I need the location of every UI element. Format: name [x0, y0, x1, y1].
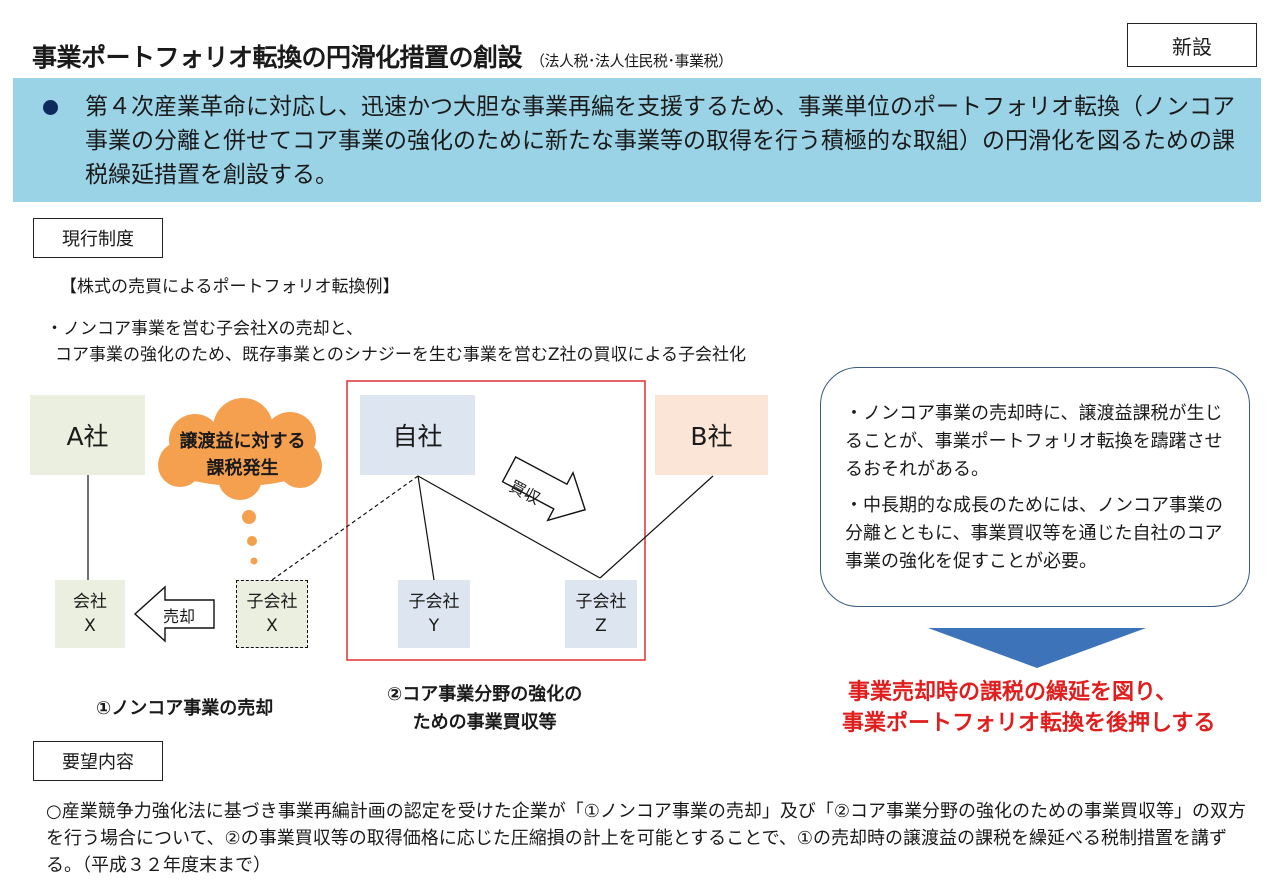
example-desc-line2: コア事業の強化のため、既存事業とのシナジーを生む事業を営むZ社の買収による子会社… — [55, 345, 746, 365]
self-to-z-line — [417, 475, 601, 579]
cloud-dot-small — [250, 557, 258, 565]
tax-cloud-text: 譲渡益に対する 課税発生 — [160, 425, 325, 485]
subsidiary-x-box: 子会社 X — [236, 580, 308, 648]
subsidiary-y-line2: Y — [428, 616, 440, 636]
conclusion-line2: 事業ポートフォリオ転換を後押しする — [842, 711, 1216, 736]
self-company-label: 自社 — [392, 422, 443, 451]
company-x-line2: X — [84, 616, 96, 636]
company-a-box: A社 — [30, 395, 145, 475]
cloud-dot-medium — [247, 536, 257, 546]
request-label: 要望内容 — [33, 741, 163, 781]
subsidiary-z-line2: Z — [595, 616, 607, 636]
self-to-x-dashed-line — [271, 475, 419, 581]
cloud-line2: 課税発生 — [206, 458, 279, 479]
cloud-line1: 譲渡益に対する — [179, 431, 306, 452]
example-desc-line1: ・ノンコア事業を営む子会社Xの売却と、 — [46, 319, 363, 339]
self-to-y-line — [417, 475, 435, 581]
current-system-label: 現行制度 — [33, 218, 163, 258]
caption-core-acquisition: ②コア事業分野の強化の ための事業買収等 — [387, 681, 582, 737]
tax-cloud — [158, 398, 322, 500]
company-x-box: 会社 X — [55, 580, 125, 648]
caption2-line2: ための事業買収等 — [412, 712, 557, 733]
b-to-z-line — [599, 475, 714, 579]
down-arrow-icon — [928, 628, 1146, 668]
company-x-line1: 会社 — [73, 592, 107, 612]
title-subtitle: （法人税･法人住民税･事業税） — [530, 52, 733, 70]
cloud-dot-large — [242, 510, 256, 524]
subsidiary-y-box: 子会社 Y — [398, 580, 470, 648]
bullet-icon — [43, 100, 58, 115]
company-b-box: B社 — [655, 395, 768, 475]
self-company-box: 自社 — [360, 395, 475, 475]
page-title: 事業ポートフォリオ転換の円滑化措置の創設 （法人税･法人住民税･事業税） — [32, 38, 733, 74]
request-text: ○産業競争力強化法に基づき事業再編計画の認定を受けた企業が「①ノンコア事業の売却… — [46, 801, 1246, 876]
callout-point1: ・ノンコア事業の売却時に、譲渡益課税が生じることが、事業ポートフォリオ転換を躊躇… — [845, 403, 1223, 480]
issue-callout: ・ノンコア事業の売却時に、譲渡益課税が生じることが、事業ポートフォリオ転換を躊躇… — [820, 367, 1250, 607]
subsidiary-x-line2: X — [266, 616, 278, 636]
company-b-label: B社 — [690, 422, 733, 451]
self-group-frame — [346, 380, 646, 661]
subsidiary-y-line1: 子会社 — [408, 592, 460, 612]
conclusion-line1: 事業売却時の課税の繰延を図り、 — [848, 680, 1178, 705]
sell-arrow-icon — [133, 585, 215, 643]
summary-banner: 第４次産業革命に対応し、迅速かつ大胆な事業再編を支援するため、事業単位のポートフ… — [13, 78, 1261, 202]
caption-noncore-sale: ①ノンコア事業の売却 — [96, 698, 274, 719]
buy-arrow-icon — [501, 456, 586, 522]
subsidiary-x-line1: 子会社 — [246, 592, 298, 612]
example-heading: 【株式の売買によるポートフォリオ転換例】 — [60, 277, 400, 297]
callout-point2: ・中長期的な成長のためには、ノンコア事業の分離とともに、事業買収等を通じた自社の… — [845, 495, 1223, 572]
sell-arrow-label: 売却 — [163, 607, 196, 626]
subsidiary-z-box: 子会社 Z — [565, 580, 637, 648]
new-badge: 新設 — [1127, 23, 1257, 67]
company-a-label: A社 — [66, 422, 109, 451]
subsidiary-z-line1: 子会社 — [575, 592, 627, 612]
summary-text: 第４次産業革命に対応し、迅速かつ大胆な事業再編を支援するため、事業単位のポートフ… — [85, 94, 1235, 188]
caption2-line1: ②コア事業分野の強化の — [387, 684, 583, 705]
title-text: 事業ポートフォリオ転換の円滑化措置の創設 — [32, 43, 523, 72]
